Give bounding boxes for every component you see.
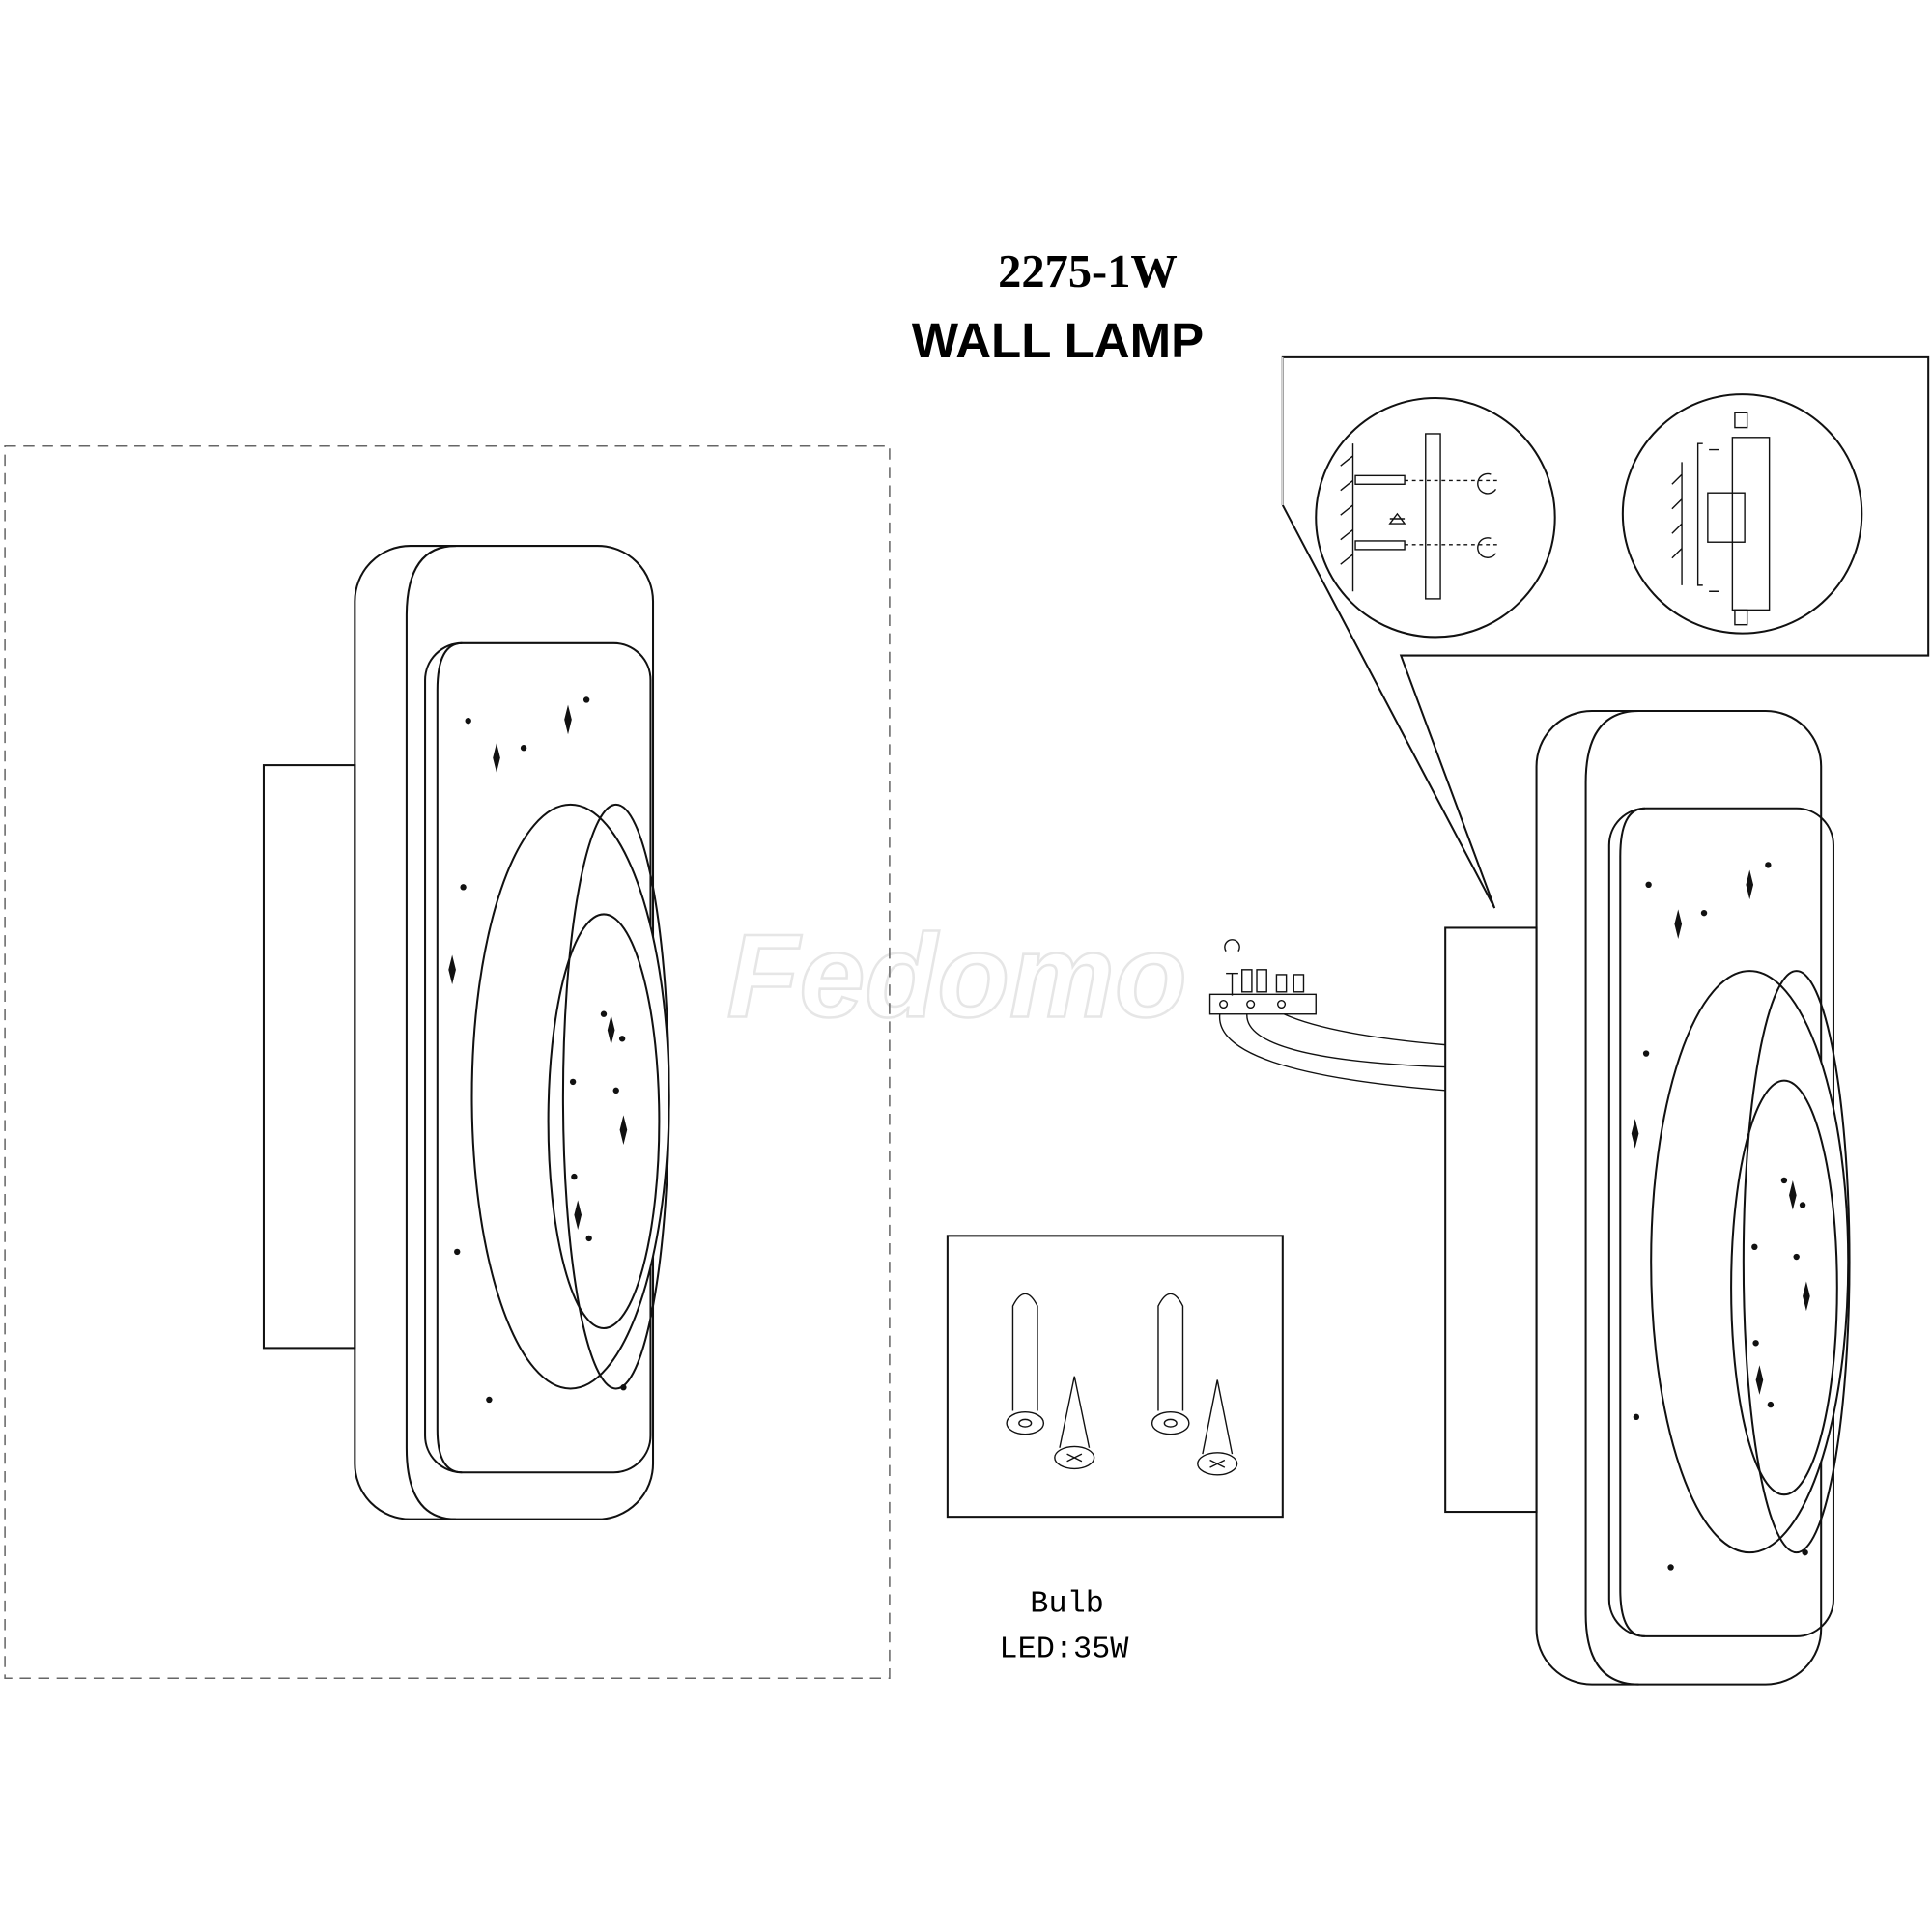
wall-plate: [262, 764, 356, 1350]
wall-anchor-icon: [1006, 1293, 1190, 1435]
lamp-front-view: [4, 444, 891, 1680]
hardware-kit: [946, 1235, 1284, 1519]
ring-face: [561, 803, 670, 1390]
wall-plate-right: [1444, 926, 1538, 1514]
bracket-detail: [1315, 396, 1556, 639]
body-edge: [405, 545, 456, 1520]
ring-inner: [547, 913, 661, 1330]
wiring-detail: [1621, 393, 1863, 635]
ring-outer: [470, 803, 670, 1390]
bulb-label: Bulb: [1030, 1585, 1104, 1621]
mounting-detail-callout: [1281, 355, 1930, 909]
terminal-block: [1208, 939, 1446, 1092]
bulb-spec: LED:35W: [999, 1632, 1129, 1667]
model-number: 2275-1W: [998, 246, 1178, 298]
dimension-frame: [4, 444, 891, 1680]
watermark: Fedomo: [727, 909, 1187, 1041]
star-decorations: [448, 696, 628, 1404]
screw-icon: [1054, 1376, 1238, 1476]
panel-edge: [436, 641, 463, 1474]
lamp-installed-view: [1444, 709, 1851, 1686]
product-title: WALL LAMP: [912, 313, 1204, 368]
star-decorations-right: [1631, 862, 1810, 1571]
